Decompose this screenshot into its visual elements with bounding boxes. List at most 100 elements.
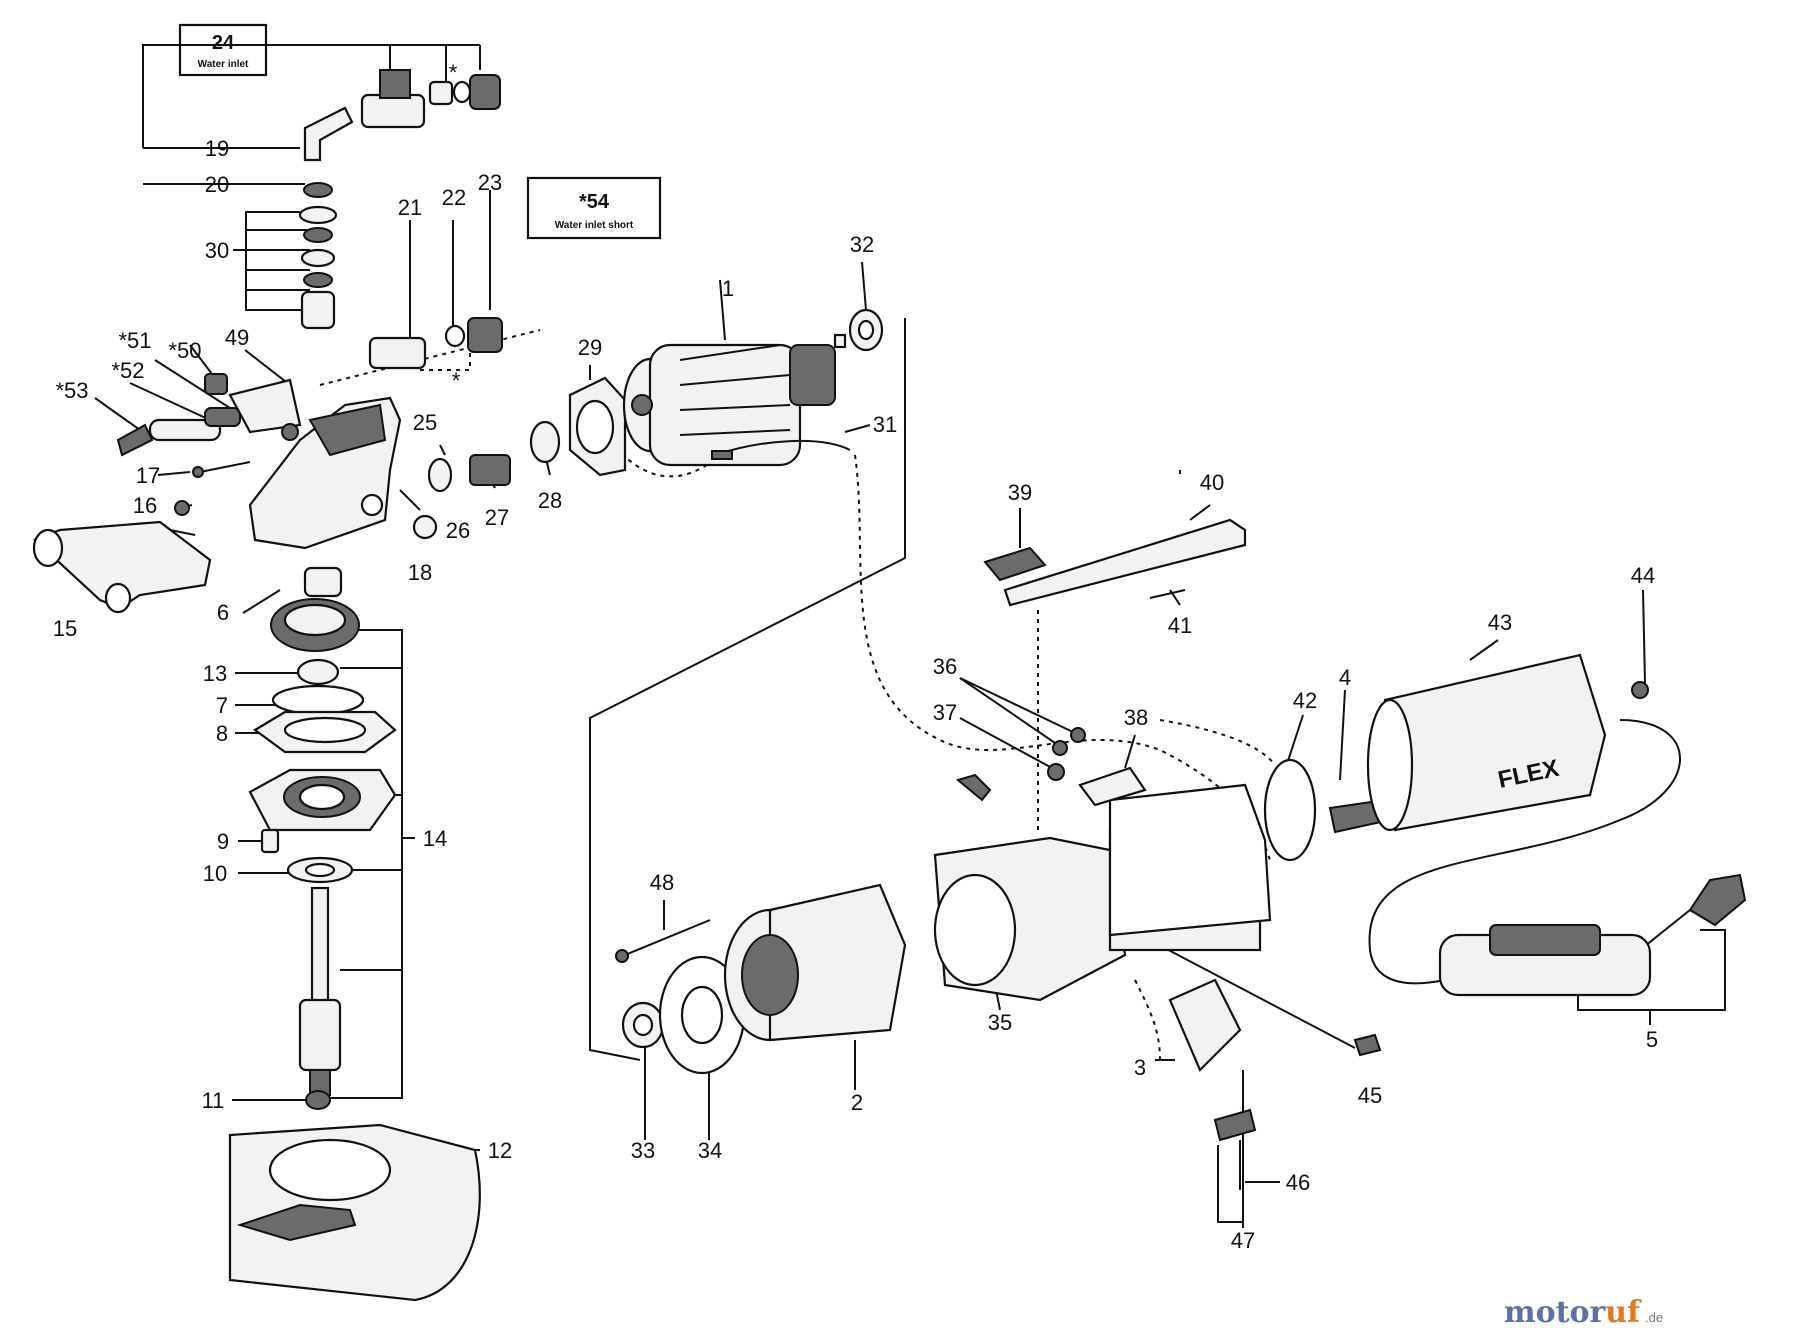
screw-9-part[interactable] [260, 828, 280, 854]
switch-rod-part[interactable] [1003, 518, 1247, 607]
callout-22[interactable]: 22 [442, 185, 466, 210]
callout-46[interactable]: 46 [1286, 1170, 1310, 1195]
screw-16-part[interactable] [174, 500, 190, 516]
bearing-plate-29-part[interactable] [568, 376, 627, 477]
callout-4[interactable]: 4 [1339, 665, 1351, 690]
callout-7[interactable]: 7 [216, 693, 228, 718]
callout-1[interactable]: 1 [722, 276, 734, 301]
callout-26[interactable]: 26 [446, 518, 470, 543]
callout-14[interactable]: 14 [423, 826, 447, 851]
callout-29[interactable]: 29 [578, 335, 602, 360]
callout-41[interactable]: 41 [1168, 613, 1192, 638]
armature-part[interactable] [622, 333, 847, 467]
callout-49[interactable]: 49 [225, 325, 249, 350]
callout-38[interactable]: 38 [1124, 705, 1148, 730]
bearing-28-part[interactable] [529, 420, 561, 464]
end-cover-part[interactable]: FLEX [1366, 653, 1607, 832]
callout-45[interactable]: 45 [1358, 1083, 1382, 1108]
callout-25[interactable]: 25 [413, 410, 437, 435]
washer-10-part[interactable] [286, 856, 354, 884]
pinion-27-part[interactable] [469, 454, 511, 486]
carbon-brush-left-part[interactable] [955, 773, 992, 802]
bearing-flange-part[interactable] [248, 768, 397, 832]
wheel-guard-part[interactable] [228, 1123, 481, 1302]
bearing-13-part[interactable] [296, 658, 340, 686]
callout-8[interactable]: 8 [216, 721, 228, 746]
callout-47[interactable]: 47 [1231, 1228, 1255, 1253]
callout-33[interactable]: 33 [631, 1138, 655, 1163]
callout-13[interactable]: 13 [203, 661, 227, 686]
screw-37-part[interactable] [1047, 763, 1065, 781]
handle-part[interactable] [32, 520, 212, 614]
callout-27[interactable]: 27 [485, 505, 509, 530]
callout-16[interactable]: 16 [133, 493, 157, 518]
bevel-gear-part[interactable] [270, 598, 360, 652]
callout-30[interactable]: 30 [205, 238, 229, 263]
short-valve-part[interactable] [368, 317, 503, 370]
sleeve-6-part[interactable] [303, 566, 343, 598]
nut-11-part[interactable] [305, 1090, 331, 1110]
switch-3-part[interactable] [1168, 978, 1242, 1072]
callout-53[interactable]: *53 [55, 378, 88, 403]
ring-42-part[interactable] [1263, 758, 1317, 862]
callout-44[interactable]: 44 [1631, 563, 1655, 588]
screw-36a-part[interactable] [1070, 727, 1086, 743]
bearing-33-part[interactable] [621, 1001, 665, 1049]
clamp-47-part[interactable] [1213, 1108, 1257, 1142]
bearing-32-part[interactable] [848, 308, 884, 352]
brush-holder-38-part[interactable] [1078, 766, 1147, 807]
water-inlet-short-box[interactable]: *54 Water inlet short [526, 176, 662, 240]
callout-28[interactable]: 28 [538, 488, 562, 513]
motor-housing-part[interactable] [933, 783, 1272, 1002]
callout-12[interactable]: 12 [488, 1138, 512, 1163]
screw-18-part[interactable] [412, 514, 438, 540]
seal-stack-part[interactable] [298, 182, 338, 330]
elbow-fitting-part[interactable] [303, 106, 354, 162]
callout-18[interactable]: 18 [408, 560, 432, 585]
screw-36b-part[interactable] [1052, 740, 1068, 756]
callout-40[interactable]: 40 [1200, 470, 1224, 495]
switch-slider-part[interactable] [983, 546, 1047, 582]
callout-10[interactable]: 10 [203, 861, 227, 886]
callout-39[interactable]: 39 [1008, 480, 1032, 505]
callout-34[interactable]: 34 [698, 1138, 722, 1163]
callout-37[interactable]: 37 [933, 700, 957, 725]
callout-31[interactable]: 31 [873, 412, 897, 437]
callout-48[interactable]: 48 [650, 870, 674, 895]
screw-17-part[interactable] [192, 461, 251, 478]
callout-6[interactable]: 6 [217, 600, 229, 625]
stator-part[interactable] [723, 883, 907, 1042]
spindle-part[interactable] [298, 886, 342, 1096]
callout-3[interactable]: 3 [1134, 1055, 1146, 1080]
callout-20[interactable]: 20 [205, 172, 229, 197]
callout-36[interactable]: 36 [933, 654, 957, 679]
callout-2[interactable]: 2 [851, 1090, 863, 1115]
callout-5[interactable]: 5 [1646, 1027, 1658, 1052]
callout-52[interactable]: *52 [111, 358, 144, 383]
circlip-7-part[interactable] [271, 684, 365, 716]
gear-housing-part[interactable] [248, 396, 402, 550]
callout-11[interactable]: 11 [202, 1088, 225, 1113]
callout-42[interactable]: 42 [1293, 688, 1317, 713]
callout-43[interactable]: 43 [1488, 610, 1512, 635]
seal-ring-26-part[interactable] [427, 457, 453, 493]
callout-32[interactable]: 32 [850, 232, 874, 257]
callout-51[interactable]: *51 [118, 328, 151, 353]
water-inlet-box[interactable]: 24 Water inlet [178, 23, 268, 77]
callout-19[interactable]: 19 [205, 136, 229, 161]
callout-15[interactable]: 15 [53, 616, 77, 641]
callout-50[interactable]: *50 [168, 338, 201, 363]
screw-44-part[interactable] [1631, 681, 1649, 699]
power-cord-part[interactable] [1368, 719, 1747, 997]
pin-41-part[interactable] [1149, 589, 1186, 599]
callout-9[interactable]: 9 [217, 829, 229, 854]
carbon-brush-45-part[interactable] [1353, 1033, 1382, 1057]
callout-35[interactable]: 35 [988, 1010, 1012, 1035]
cable-31-part[interactable] [711, 439, 851, 460]
baffle-34-part[interactable] [658, 955, 746, 1075]
callout-17[interactable]: 17 [136, 463, 160, 488]
flange-8-part[interactable] [253, 710, 397, 754]
screw-48-part[interactable] [615, 919, 711, 963]
ball-valve-part[interactable] [360, 69, 501, 129]
spray-nozzle-part[interactable] [116, 373, 302, 457]
